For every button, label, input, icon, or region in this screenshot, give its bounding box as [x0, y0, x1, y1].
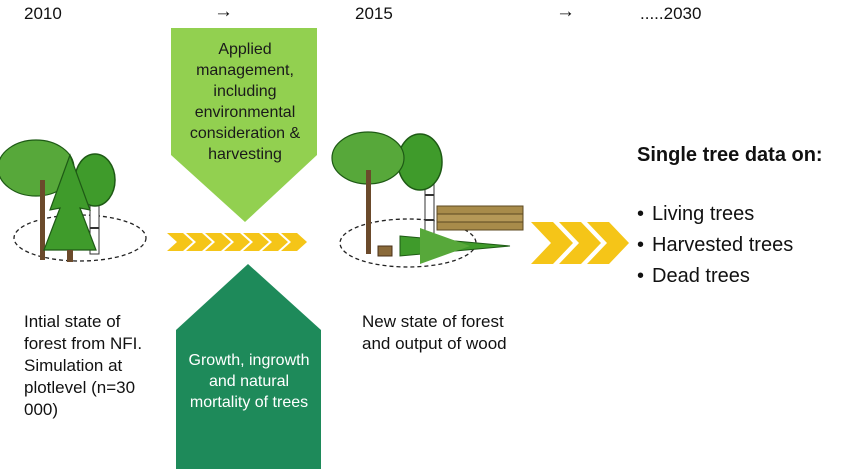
year-2030: .....2030: [640, 4, 702, 23]
year-2010: 2010: [24, 4, 62, 23]
new-state-text: New state of forest and output of wood: [362, 312, 507, 353]
management-text: Applied management, including environmen…: [189, 41, 301, 163]
year-2015: 2015: [355, 4, 393, 23]
new-forest-illustration: [331, 131, 524, 268]
chevron-row-large: [531, 222, 629, 264]
list-item: Harvested trees: [637, 230, 793, 261]
timeline-arrow-icon: →: [556, 1, 575, 22]
timeline-arrow-icon: →: [214, 1, 233, 22]
list-item: Dead trees: [637, 261, 793, 292]
output-list: Living trees Harvested trees Dead trees: [637, 199, 793, 292]
initial-state-text: Intial state of forest from NFI. Simulat…: [24, 312, 143, 419]
growth-text: Growth, ingrowth and natural mortality o…: [188, 352, 310, 411]
management-arrow: [171, 28, 317, 222]
chevron-row-small: [167, 233, 307, 251]
initial-forest-illustration: [0, 139, 147, 262]
growth-arrow: [176, 264, 321, 469]
list-item: Living trees: [637, 199, 793, 230]
output-heading: Single tree data on:: [637, 144, 823, 166]
